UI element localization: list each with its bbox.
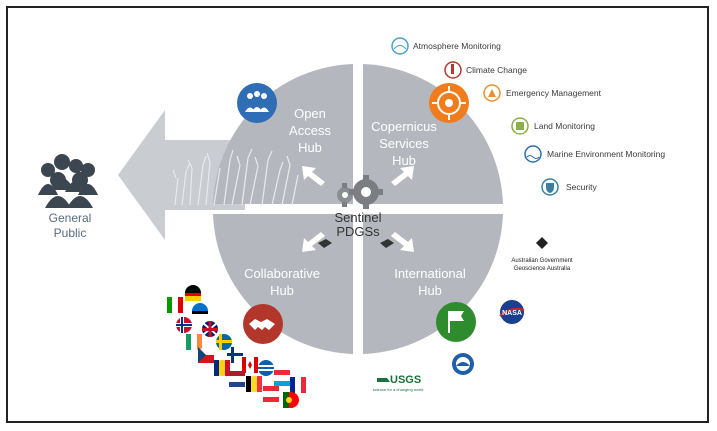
flag-finland: [227, 347, 243, 363]
usgs-tagline: science for a changing world: [373, 387, 424, 392]
quadrant-collaborative[interactable]: [213, 214, 353, 354]
thermometer-icon: [444, 61, 462, 79]
service-land[interactable]: Land Monitoring: [511, 117, 595, 135]
flag-canada: [242, 357, 258, 373]
flag-germany: [185, 285, 201, 301]
flag-uk: [202, 321, 218, 337]
raised-hands-decoration: [172, 148, 299, 206]
service-marine[interactable]: Marine Environment Monitoring: [524, 145, 665, 163]
collaborative-label-line1: Collaborative: [244, 266, 320, 281]
flag-austria: [263, 386, 279, 402]
service-label-climate: Climate Change: [466, 65, 527, 75]
flag-greece: [258, 360, 274, 376]
center-label-line1: Sentinel: [335, 210, 382, 225]
flag-czech: [198, 347, 214, 363]
handshake-icon[interactable]: [243, 304, 283, 344]
open-access-icon[interactable]: [237, 83, 277, 123]
handshake-small-icon-right: [380, 239, 394, 248]
usgs-text: USGS: [390, 374, 421, 386]
international-label-line1: International: [394, 266, 466, 281]
flag-luxembourg: [274, 370, 290, 386]
land-icon: [511, 117, 529, 135]
copernicus-label-line2: Services: [379, 136, 429, 151]
flag-italy: [167, 297, 183, 313]
flag-romania: [214, 360, 230, 376]
atmosphere-icon: [391, 37, 409, 55]
diagram-frame: [6, 6, 709, 423]
service-label-emergency: Emergency Management: [506, 88, 602, 98]
quadrant-copernicus[interactable]: [363, 64, 503, 204]
service-label-land: Land Monitoring: [534, 121, 595, 131]
nasa-text: NASA: [502, 310, 522, 317]
flag-estonia: [192, 303, 208, 319]
flag-belgium: [246, 376, 262, 392]
marine-icon: [524, 145, 542, 163]
service-label-security: Security: [566, 182, 597, 192]
service-emergency[interactable]: Emergency Management: [483, 84, 602, 102]
center-label-line2: PDGSs: [336, 224, 380, 239]
australia-logo: Australian Government Geoscience Austral…: [511, 237, 573, 272]
service-climate[interactable]: Climate Change: [444, 61, 527, 79]
general-public-people-icon: [38, 154, 98, 208]
open-access-label-line1: Open: [294, 106, 326, 121]
usgs-logo: USGS science for a changing world: [373, 374, 424, 392]
copernicus-label-line3: Hub: [392, 153, 416, 168]
general-public-label-line1: General: [49, 211, 92, 225]
nasa-logo: NASA: [499, 300, 525, 324]
country-flags: [167, 285, 306, 408]
flag-ireland: [186, 334, 202, 350]
emergency-icon: [483, 84, 501, 102]
quadrant-open-access[interactable]: [213, 64, 353, 204]
copernicus-label-line1: Copernicus: [371, 119, 437, 134]
noaa-logo: [452, 353, 474, 375]
flag-norway: [176, 317, 192, 333]
flag-sweden: [216, 334, 232, 350]
flag-portugal: [283, 392, 299, 408]
handshake-small-icon-left: [318, 239, 332, 248]
quadrant-international[interactable]: [363, 214, 503, 354]
open-access-label-line3: Hub: [298, 140, 322, 155]
collaborative-label-line2: Hub: [270, 283, 294, 298]
australia-line1: Australian Government: [511, 258, 573, 264]
copernicus-target-icon[interactable]: [429, 83, 469, 123]
center-arrows: [302, 166, 414, 252]
flag-france: [290, 377, 306, 393]
open-access-label-line2: Access: [289, 123, 331, 138]
security-icon: [541, 178, 559, 196]
public-arrow: [118, 110, 245, 240]
service-label-marine: Marine Environment Monitoring: [547, 149, 665, 159]
flag-netherlands: [229, 371, 245, 387]
service-atmosphere[interactable]: Atmosphere Monitoring: [391, 37, 501, 55]
australia-line2: Geoscience Australia: [514, 266, 571, 272]
service-label-atmosphere: Atmosphere Monitoring: [413, 41, 501, 51]
gears-icon: [337, 175, 383, 209]
general-public-label-line2: Public: [54, 226, 87, 240]
international-label-line2: Hub: [418, 283, 442, 298]
flag-icon[interactable]: [436, 302, 476, 342]
service-security[interactable]: Security: [541, 178, 597, 196]
